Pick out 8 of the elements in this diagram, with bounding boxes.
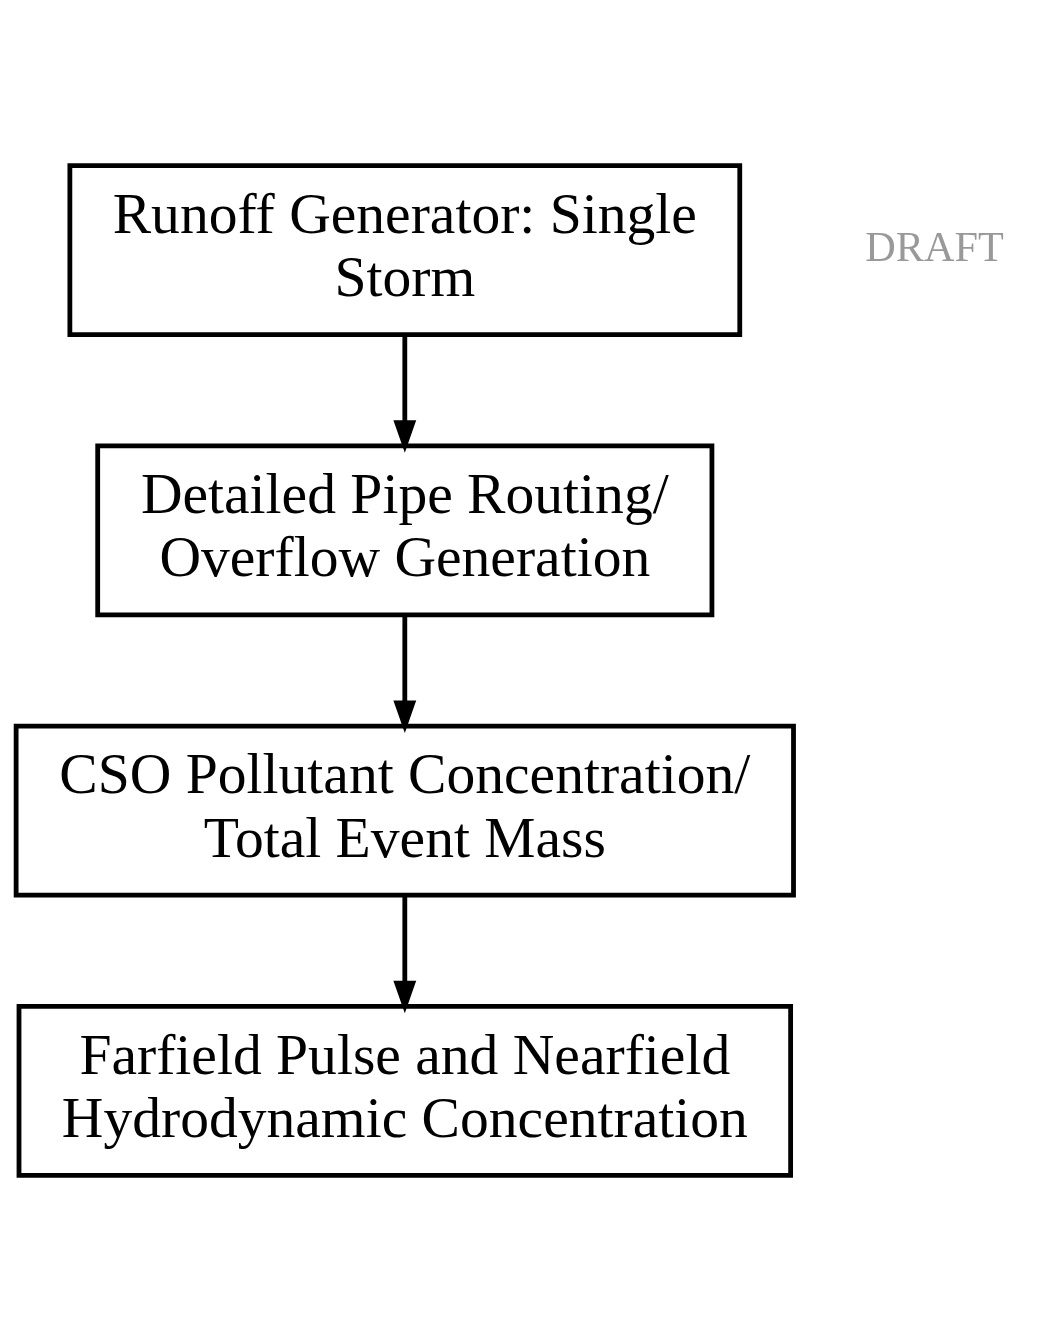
node-box: Farfield Pulse and Nearfield Hydrodynamic Concentration	[16, 1004, 794, 1178]
node-box: Runoff Generator: Single Storm	[67, 163, 743, 337]
arrow	[393, 895, 417, 1014]
arrow	[393, 335, 417, 453]
node-box: Detailed Pipe Routing/ Overflow Generation	[95, 443, 715, 618]
label: DRAFT	[865, 222, 1004, 270]
arrow	[393, 615, 417, 734]
node-box: CSO Pollutant Concentration/ Total Event Mass	[13, 723, 796, 898]
